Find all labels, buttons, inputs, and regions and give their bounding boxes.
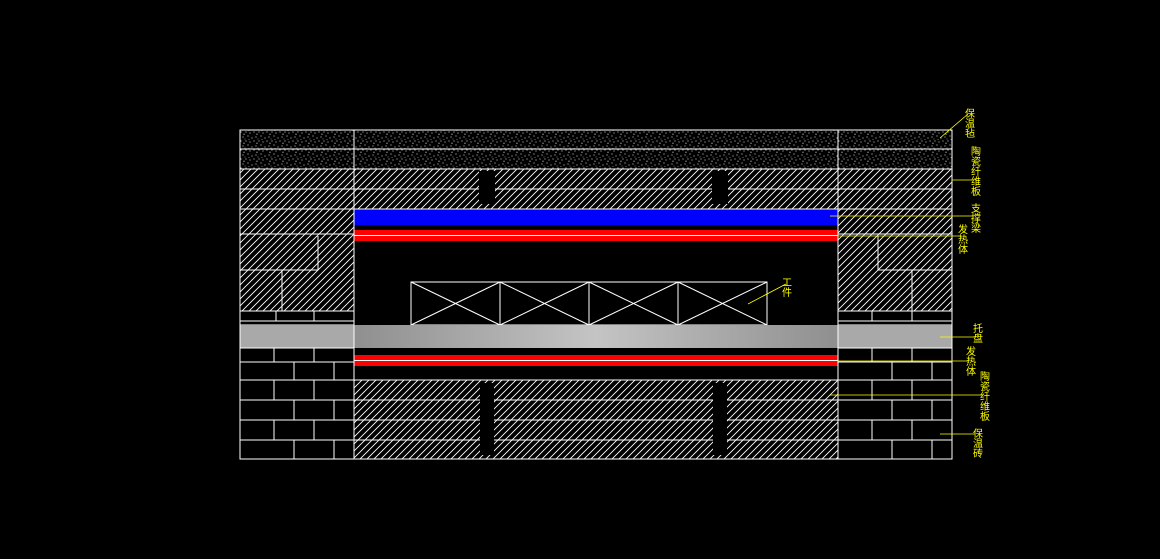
tray [240,325,952,348]
side-wall-left [240,209,354,311]
leader-lines [747,113,982,435]
label-workpiece: 工件 [780,277,792,298]
label-heater-bottom: 发热体 [964,345,976,377]
label-tray: 托盘 [971,322,983,343]
brick-strip-left [239,310,355,326]
label-support-beam: 支撑梁 [969,203,981,234]
support-beam [354,209,838,225]
label-insulation-felt: 保温毡 [963,107,975,138]
heater-lower [354,355,838,366]
heater-upper [354,230,838,241]
ceramic-fiber-board-top [240,169,952,209]
workpiece [410,281,768,326]
side-wall-right [838,209,952,311]
label-insulation-brick: 保温砖 [971,427,983,459]
label-ceramic-fiber-board-top: 陶瓷纤维板 [969,145,981,197]
insulation-felt-layer [240,130,952,169]
brick-strip-right [837,310,953,326]
insulation-brick-right [838,347,952,460]
insulation-brick-left [240,347,354,460]
ceramic-fiber-board-bottom [354,380,838,459]
label-heater-top: 发热体 [956,223,968,255]
furnace-outline [239,129,953,460]
label-ceramic-fiber-board-bottom: 陶瓷纤维板 [978,370,990,422]
